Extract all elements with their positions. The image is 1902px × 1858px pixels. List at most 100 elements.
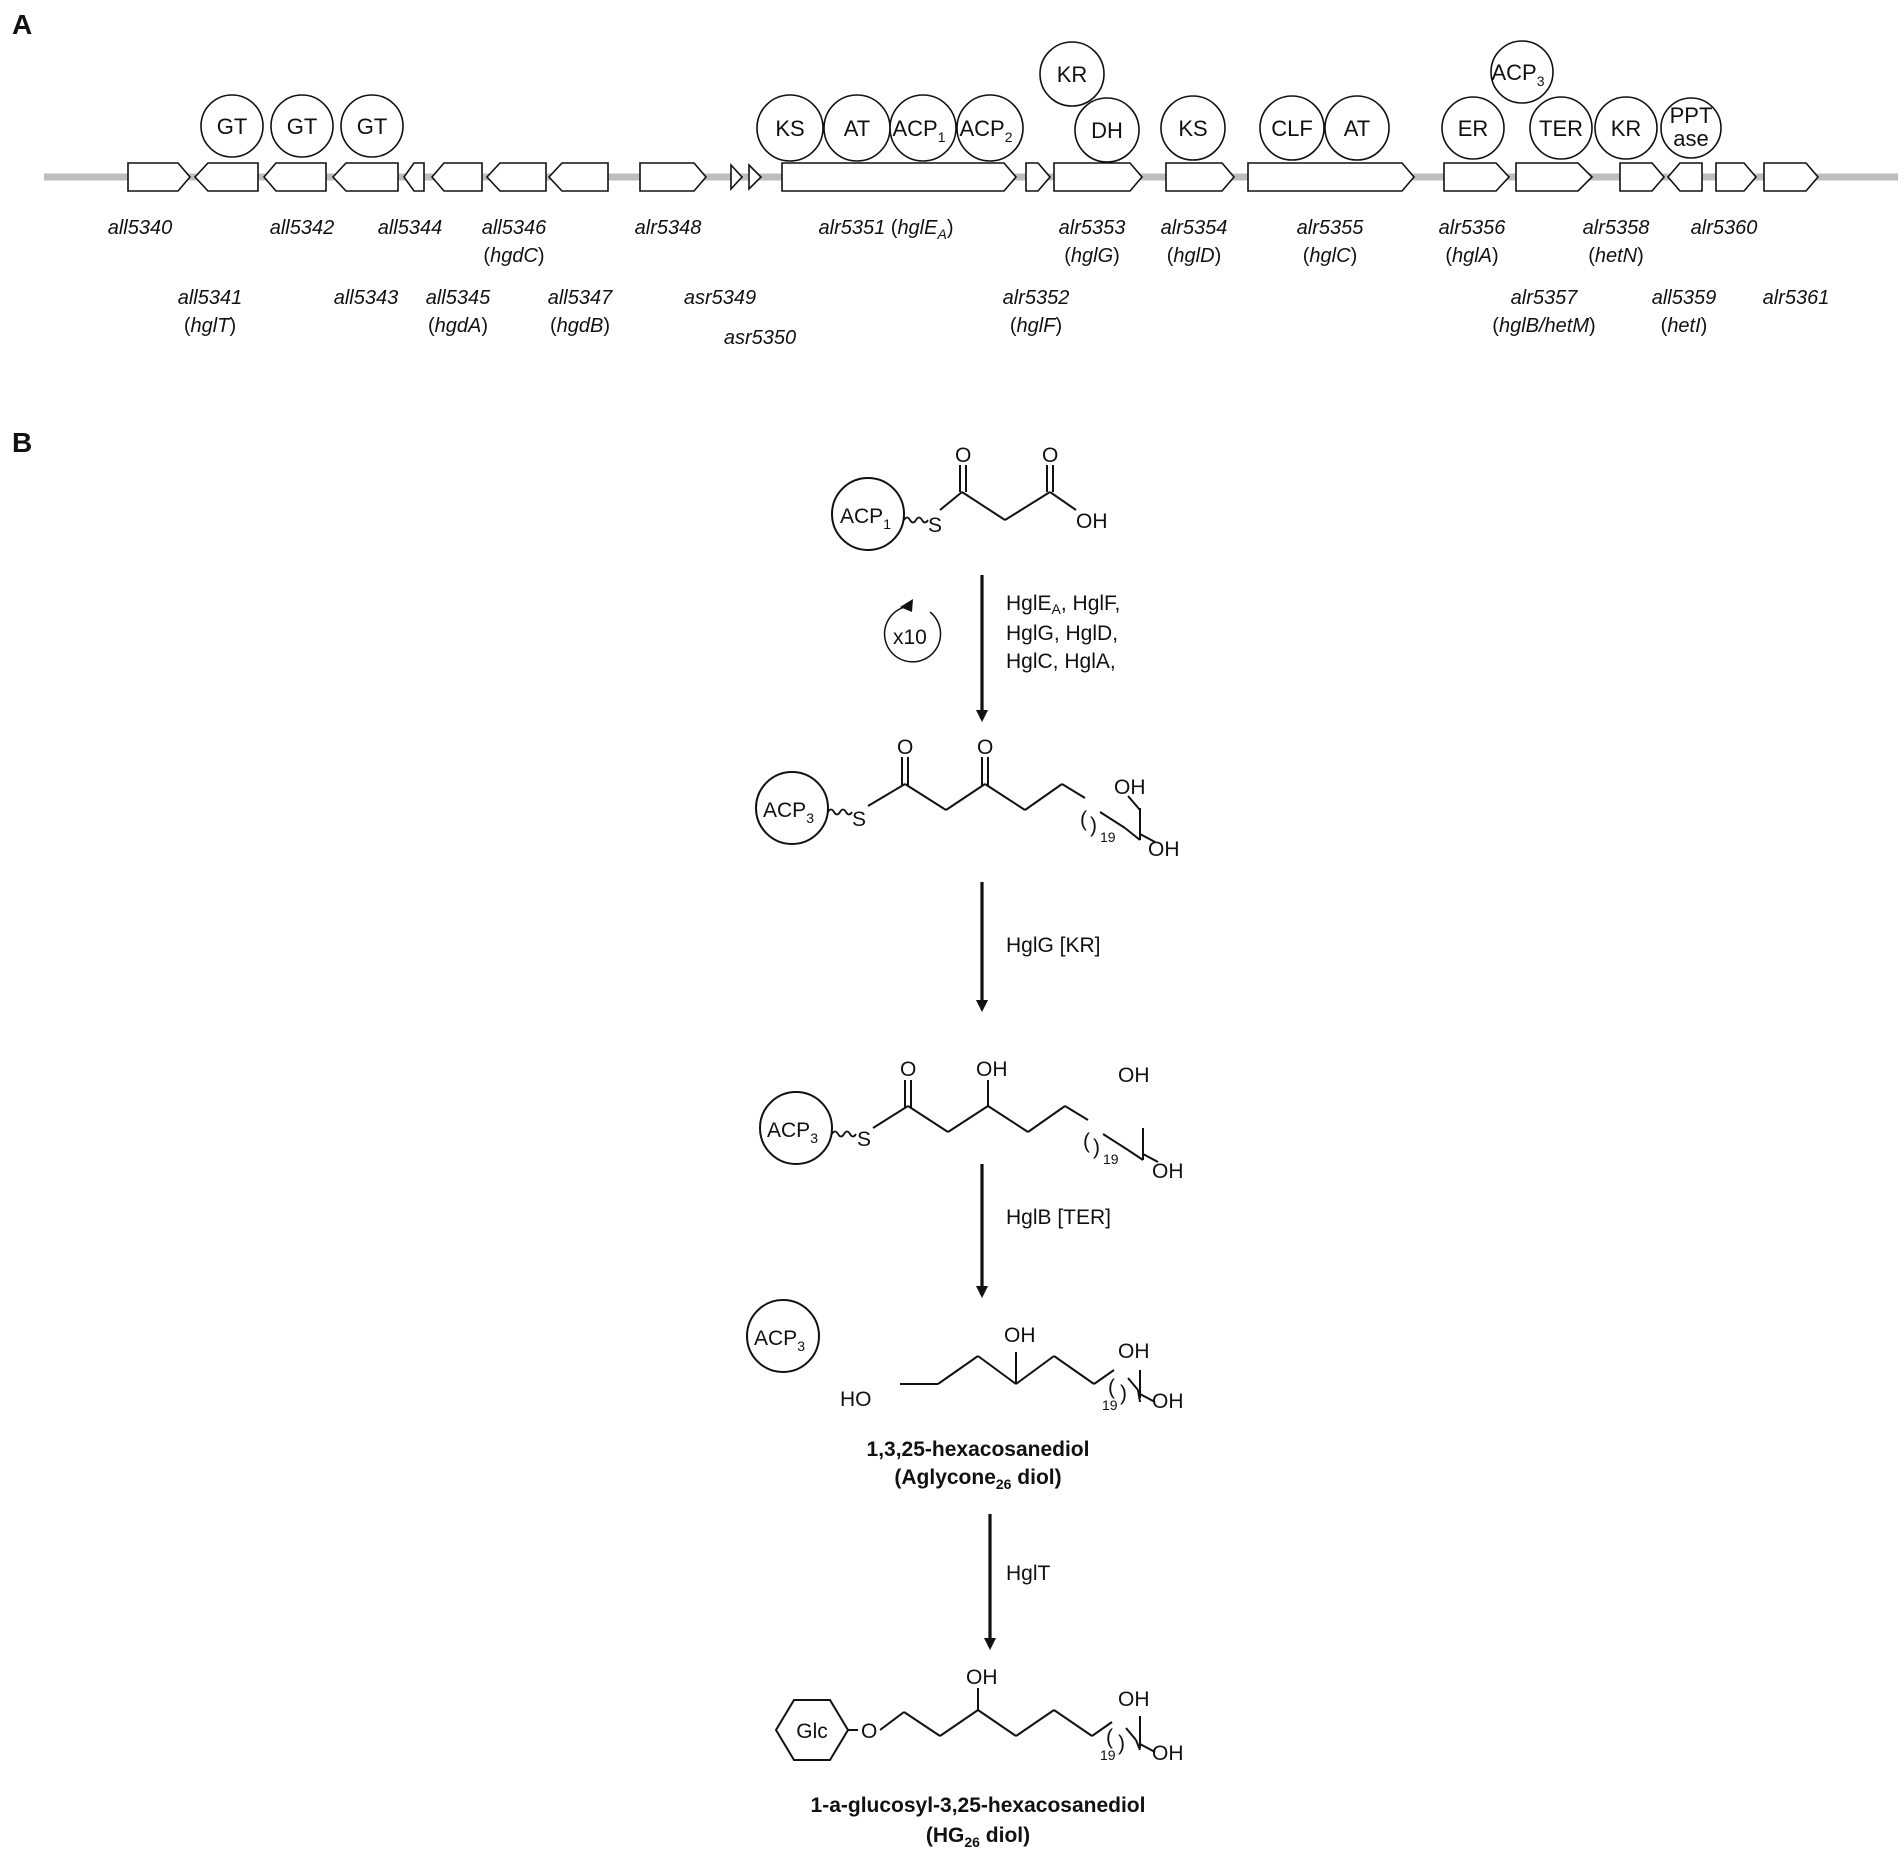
svg-text:ase: ase — [1673, 126, 1708, 151]
panel-label-b: B — [12, 427, 32, 458]
domain-pptase: PPT ase — [1660, 97, 1722, 159]
domain-gt-2: GT — [270, 94, 334, 158]
svg-text:KR: KR — [1611, 116, 1642, 141]
loop-arrow-icon — [883, 605, 942, 663]
svg-text:KS: KS — [1178, 116, 1207, 141]
atom-oh: OH — [1152, 1390, 1184, 1413]
gene-label: alr5355 — [1297, 217, 1365, 239]
gene-label: asr5350 — [724, 327, 796, 349]
gene-arrow-all5346 — [485, 162, 547, 192]
domain-ks-1: KS — [756, 94, 824, 162]
domain-kr-1: KR — [1039, 41, 1105, 107]
repeat-count: 19 — [1100, 1747, 1116, 1763]
acp3-circle — [759, 1091, 833, 1165]
svg-text:TER: TER — [1539, 116, 1583, 141]
gene-label: all5341 — [178, 287, 243, 309]
enzyme-label: HglG [KR] — [1006, 934, 1101, 957]
gene-label: all5344 — [378, 217, 443, 239]
atom-oh: OH — [1004, 1324, 1036, 1347]
gene-arrow-alr5358 — [1619, 162, 1666, 192]
svg-text:GT: GT — [217, 114, 248, 139]
gene-labels-lower: all5341 (hglT) all5343 all5345 (hgdA) al… — [178, 287, 1830, 349]
domain-kr-2: KR — [1594, 96, 1658, 160]
gene-label: alr5357 — [1511, 287, 1579, 309]
enzyme-label: HglB [TER] — [1006, 1206, 1111, 1229]
gene-label: (hetI) — [1661, 315, 1708, 337]
structure-hydroxy-acp3 — [759, 1080, 1159, 1165]
atom-oh: OH — [1152, 1160, 1184, 1183]
gene-arrow-all5341 — [193, 162, 259, 192]
domain-at-1: AT — [823, 94, 891, 162]
atom-o: O — [977, 736, 993, 759]
repeat-count: 19 — [1102, 1397, 1118, 1413]
enzyme-label: HglC, HglA, — [1006, 650, 1116, 673]
structure-malonyl-acp1 — [831, 465, 1077, 551]
structure-diketo-acp3 — [755, 757, 1156, 845]
gene-label: alr5358 — [1583, 217, 1650, 239]
svg-text:CLF: CLF — [1271, 116, 1313, 141]
gene-arrow-alr5348 — [639, 162, 708, 192]
svg-text:ACP3: ACP3 — [1491, 60, 1544, 89]
gene-label: all5340 — [108, 217, 173, 239]
gene-label: all5347 — [548, 287, 613, 309]
gene-label: (hglD) — [1167, 245, 1221, 267]
gene-arrow-alr5357 — [1515, 162, 1594, 192]
gene-label: (hgdB) — [550, 315, 610, 337]
product-name-sub: (Aglycone26 diol) — [894, 1466, 1061, 1492]
atom-ho: HO — [840, 1388, 872, 1411]
atom-oh: OH — [1114, 776, 1146, 799]
gene-label: (hglB/hetM) — [1492, 315, 1595, 337]
gene-label: alr5354 — [1161, 217, 1228, 239]
enzyme-label: HglG, HglD, — [1006, 622, 1118, 645]
gene-arrow-alr5352 — [1025, 162, 1052, 192]
gene-label: all5345 — [426, 287, 491, 309]
structure-glucosyl-diol-labels: Glc O OH ( ) 19 OH OH — [796, 1666, 1183, 1765]
gene-label: alr5352 — [1003, 287, 1070, 309]
acp3-circle — [755, 771, 829, 845]
gene-label: (hglC) — [1303, 245, 1357, 267]
structure-glucosyl-diol — [774, 1688, 1156, 1761]
svg-text:AT: AT — [1344, 116, 1370, 141]
acp3-label: ACP3 — [767, 1119, 818, 1146]
gene-label: (hetN) — [1588, 245, 1644, 267]
gene-arrow-alr5360 — [1715, 162, 1758, 192]
gene-arrow-alr5356 — [1443, 162, 1511, 192]
gene-label: (hglT) — [184, 315, 236, 337]
structure-hydroxy-acp3-labels: ACP3 S O OH ( ) 19 OH OH — [767, 1058, 1184, 1183]
gene-label: (hglF) — [1010, 315, 1062, 337]
paren-close: ) — [1120, 1382, 1127, 1405]
svg-text:GT: GT — [357, 114, 388, 139]
gene-arrow-all5345 — [430, 162, 483, 192]
structure-malonyl-acp1-labels: ACP1 S O O OH — [840, 444, 1108, 537]
gene-arrow-alr5361 — [1763, 162, 1820, 192]
atom-oh: OH — [966, 1666, 998, 1689]
atom-oh: OH — [1118, 1064, 1150, 1087]
domain-annotations: GT GT GT KS AT ACP1 ACP2 KR DH KS CLF AT… — [200, 40, 1722, 163]
acp3-label: ACP3 — [754, 1327, 805, 1354]
gene-arrow-alr5354 — [1165, 162, 1236, 192]
domain-at-2: AT — [1324, 95, 1390, 161]
gene-label: (hgdA) — [428, 315, 488, 337]
step-1-enzymes: HglEA, HglF, HglG, HglD, HglC, HglA, — [1006, 592, 1120, 673]
domain-acp1: ACP1 — [889, 94, 957, 162]
iteration-count: x10 — [893, 626, 927, 649]
gene-arrow-alr5351 — [781, 162, 1018, 192]
product-name-2: 1-a-glucosyl-3,25-hexacosanediol (HG26 d… — [811, 1794, 1146, 1850]
wavy-bond — [903, 516, 929, 524]
atom-o: O — [897, 736, 913, 759]
product-name-1: 1,3,25-hexacosanediol (Aglycone26 diol) — [867, 1438, 1090, 1492]
gene-label: alr5348 — [635, 217, 702, 239]
atom-s: S — [928, 514, 942, 537]
domain-acp2: ACP2 — [956, 94, 1024, 162]
paren-open: ( — [1108, 1376, 1115, 1399]
gene-label: alr5361 — [1763, 287, 1830, 309]
domain-dh: DH — [1074, 97, 1140, 163]
atom-o: O — [900, 1058, 916, 1081]
gene-arrow-asr5350 — [748, 163, 763, 191]
domain-clf: CLF — [1259, 95, 1325, 161]
gene-label: (hglG) — [1064, 245, 1120, 267]
svg-text:AT: AT — [844, 116, 870, 141]
paren-close: ) — [1090, 814, 1097, 837]
gene-arrow-all5359 — [1666, 162, 1703, 192]
